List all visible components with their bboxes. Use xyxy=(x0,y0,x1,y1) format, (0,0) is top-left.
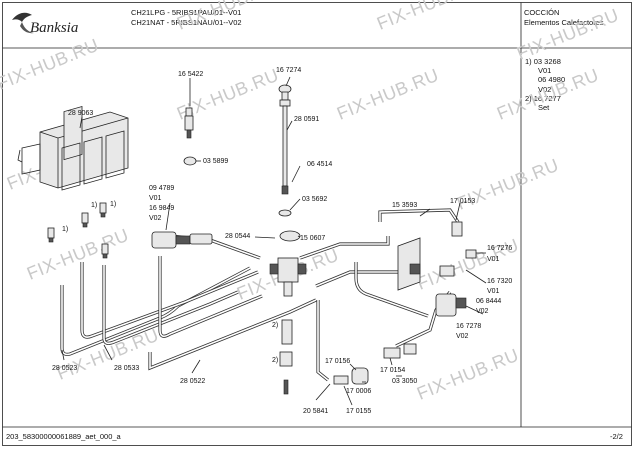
part-labels: 28 9063 16 5422 16 7274 28 0591 03 5899 … xyxy=(52,67,512,415)
model-line-2: CH21NAT - 5RIBS1NAU/01--V02 xyxy=(131,18,242,27)
lower-fittings xyxy=(333,343,417,385)
ignition-electrode xyxy=(183,107,197,166)
part-label: 16 7276 xyxy=(487,245,512,252)
watermark: FIX-HUB.RU xyxy=(514,5,622,64)
part-label: 15 0607 xyxy=(300,235,325,242)
thermocouple-probe xyxy=(278,84,292,217)
note-marker: 1) xyxy=(110,201,116,208)
gas-pipes xyxy=(60,208,460,382)
watermark: FIX-HUB.RU xyxy=(0,35,102,94)
part-label: 28 9063 xyxy=(68,110,93,117)
diagram-frame xyxy=(2,2,632,446)
legend: 1) 03 3268 V01 06 4980 V02 2) 16 7277 Se… xyxy=(525,57,565,112)
part-label: V01 xyxy=(487,256,500,263)
part-label: 20 5841 xyxy=(303,408,328,415)
part-label: 16 7278 xyxy=(456,323,481,330)
bird-logo-icon xyxy=(12,12,34,34)
brand-name: Banksia xyxy=(30,20,78,36)
part-label: 16 7274 xyxy=(276,67,301,74)
legend-entry: V01 xyxy=(538,66,552,76)
watermark: FIX-HUB.RU xyxy=(414,345,522,404)
part-label: 28 0544 xyxy=(225,233,250,240)
banksia-logo: Banksia xyxy=(12,12,78,36)
part-label: 17 0006 xyxy=(346,388,371,395)
document-id: 203_58300000061889_aet_000_a xyxy=(6,432,121,441)
note-marker: 2) xyxy=(272,322,278,329)
watermark: FIX-HUB.RU xyxy=(494,65,602,124)
part-label: V01 xyxy=(487,288,500,295)
part-label: 28 0522 xyxy=(180,378,205,385)
part-label: 03 5899 xyxy=(203,158,228,165)
legend-entry: 1) 03 3268 xyxy=(525,57,561,66)
watermark: FIX-HUB.RU xyxy=(24,225,132,284)
part-label: 06 4514 xyxy=(307,161,332,168)
part-label: 15 3593 xyxy=(392,202,417,209)
part-label: 17 0155 xyxy=(346,408,371,415)
legend-entry: Set xyxy=(538,103,550,113)
valve-assembly xyxy=(269,230,307,395)
part-label: 28 0591 xyxy=(294,116,319,123)
subcategory: Elementos Calefactores xyxy=(524,18,604,27)
gas-regulator xyxy=(151,231,213,249)
part-label: 06 8444 xyxy=(476,298,501,305)
note-marker: 1) xyxy=(91,202,97,209)
page-number: -2/2 xyxy=(610,432,623,441)
legend-entry: 2) 16 7277 xyxy=(525,93,561,103)
part-label: 03 3050 xyxy=(392,378,417,385)
part-label: V02 xyxy=(149,215,162,222)
watermark: FIX-HUB.RU xyxy=(374,0,482,34)
leader-lines xyxy=(61,76,487,406)
watermark: FIX-HUB.RU xyxy=(174,0,282,34)
part-label: 17 0154 xyxy=(380,367,405,374)
note-marker: 1) xyxy=(62,226,68,233)
legend-entry: 06 4980 xyxy=(538,75,566,85)
part-label: 16 7320 xyxy=(487,278,512,285)
part-label: 17 0153 xyxy=(450,198,475,205)
watermark: FIX-HUB.RU xyxy=(334,65,442,124)
part-label: 03 5692 xyxy=(302,196,327,203)
frame-border xyxy=(2,2,632,446)
part-label: 17 0156 xyxy=(325,358,350,365)
part-label: 16 5422 xyxy=(178,71,203,78)
part-label: V02 xyxy=(476,308,489,315)
part-label: V02 xyxy=(456,333,469,340)
note-marker: 2) xyxy=(272,357,278,364)
mounting-bracket xyxy=(397,221,477,317)
model-line-1: CH21LPG - 5RIBS1PAU/01--V01 xyxy=(131,8,242,17)
nozzle-set xyxy=(47,202,109,259)
radiant-panel xyxy=(17,105,129,191)
part-label: 09 4789 xyxy=(149,185,174,192)
part-label: 28 0533 xyxy=(114,365,139,372)
category: COCCIÓN xyxy=(524,8,560,17)
part-label: V01 xyxy=(149,195,162,202)
part-label: 16 9849 xyxy=(149,205,174,212)
legend-entry: V02 xyxy=(538,84,552,94)
part-label: 28 0523 xyxy=(52,365,77,372)
